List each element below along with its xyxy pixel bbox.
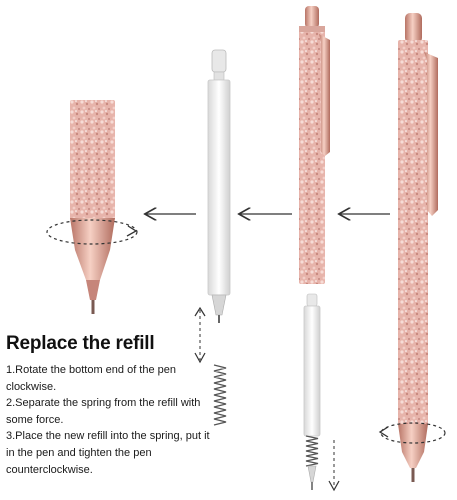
step-3: 3.Place the new refill into the spring, … bbox=[6, 430, 210, 476]
step-2: 2.Separate the spring from the refill wi… bbox=[6, 397, 201, 426]
pen-lower-section bbox=[46, 100, 138, 314]
pen-barrel bbox=[299, 6, 330, 284]
rotate-clockwise-icon bbox=[46, 219, 138, 245]
spring bbox=[194, 306, 227, 426]
instructions-title: Replace the refill bbox=[6, 333, 155, 354]
ink-refill bbox=[207, 49, 231, 323]
rotate-counterclockwise-icon bbox=[380, 422, 446, 444]
assembled-pen bbox=[378, 13, 446, 482]
refill-with-spring bbox=[303, 293, 340, 492]
step-1: 1.Rotate the bottom end of the pen clock… bbox=[6, 364, 177, 393]
instructions-steps: 1.Rotate the bottom end of the pen clock… bbox=[6, 362, 211, 478]
